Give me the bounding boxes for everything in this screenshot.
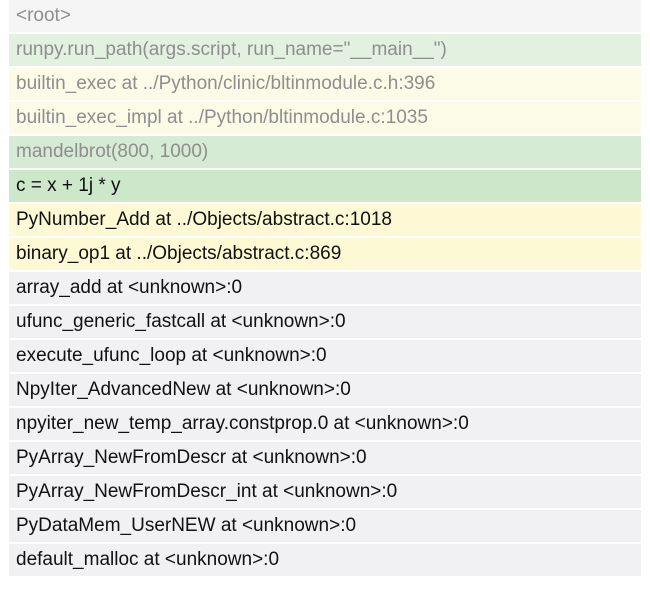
frame-label: builtin_exec_impl at ../Python/bltinmodu… [16,107,428,128]
stack-frame-array-add[interactable]: array_add at <unknown>:0 [9,272,641,304]
stack-frame-run-path[interactable]: runpy.run_path(args.script, run_name="__… [9,34,641,66]
frame-label: <root> [16,5,71,26]
stack-frame-ufunc-generic-fastcall[interactable]: ufunc_generic_fastcall at <unknown>:0 [9,306,641,338]
stack-frame-pyarray-newfromdescr[interactable]: PyArray_NewFromDescr at <unknown>:0 [9,442,641,474]
stack-frame-complex-assign[interactable]: c = x + 1j * y [9,170,641,202]
frame-label: builtin_exec at ../Python/clinic/bltinmo… [16,73,436,94]
frame-label: ufunc_generic_fastcall at <unknown>:0 [16,311,346,332]
stack-frame-pynumber-add[interactable]: PyNumber_Add at ../Objects/abstract.c:10… [9,204,641,236]
stack-frame-binary-op1[interactable]: binary_op1 at ../Objects/abstract.c:869 [9,238,641,270]
frame-label: binary_op1 at ../Objects/abstract.c:869 [16,243,342,264]
frame-label: runpy.run_path(args.script, run_name="__… [16,39,447,60]
frame-label: NpyIter_AdvancedNew at <unknown>:0 [16,379,351,400]
stack-frame-mandelbrot[interactable]: mandelbrot(800, 1000) [9,136,641,168]
stack-frame-builtin-exec-impl[interactable]: builtin_exec_impl at ../Python/bltinmodu… [9,102,641,134]
frame-label: PyArray_NewFromDescr at <unknown>:0 [16,447,367,468]
call-stack-list: <root> runpy.run_path(args.script, run_n… [9,0,641,576]
frame-label: mandelbrot(800, 1000) [16,141,209,162]
frame-label: execute_ufunc_loop at <unknown>:0 [16,345,327,366]
frame-label: PyDataMem_UserNEW at <unknown>:0 [16,515,357,536]
frame-label: default_malloc at <unknown>:0 [16,549,280,570]
stack-frame-default-malloc[interactable]: default_malloc at <unknown>:0 [9,544,641,576]
stack-frame-execute-ufunc-loop[interactable]: execute_ufunc_loop at <unknown>:0 [9,340,641,372]
frame-label: array_add at <unknown>:0 [16,277,243,298]
stack-frame-pyarray-newfromdescr-int[interactable]: PyArray_NewFromDescr_int at <unknown>:0 [9,476,641,508]
frame-label: PyNumber_Add at ../Objects/abstract.c:10… [16,209,392,230]
stack-frame-builtin-exec[interactable]: builtin_exec at ../Python/clinic/bltinmo… [9,68,641,100]
stack-frame-root[interactable]: <root> [9,0,641,32]
stack-frame-npyiter-advancednew[interactable]: NpyIter_AdvancedNew at <unknown>:0 [9,374,641,406]
frame-label: PyArray_NewFromDescr_int at <unknown>:0 [16,481,398,502]
stack-frame-npyiter-new-temp-array[interactable]: npyiter_new_temp_array.constprop.0 at <u… [9,408,641,440]
frame-label: npyiter_new_temp_array.constprop.0 at <u… [16,413,469,434]
frame-label: c = x + 1j * y [16,175,121,196]
stack-frame-pydatamem-usernew[interactable]: PyDataMem_UserNEW at <unknown>:0 [9,510,641,542]
